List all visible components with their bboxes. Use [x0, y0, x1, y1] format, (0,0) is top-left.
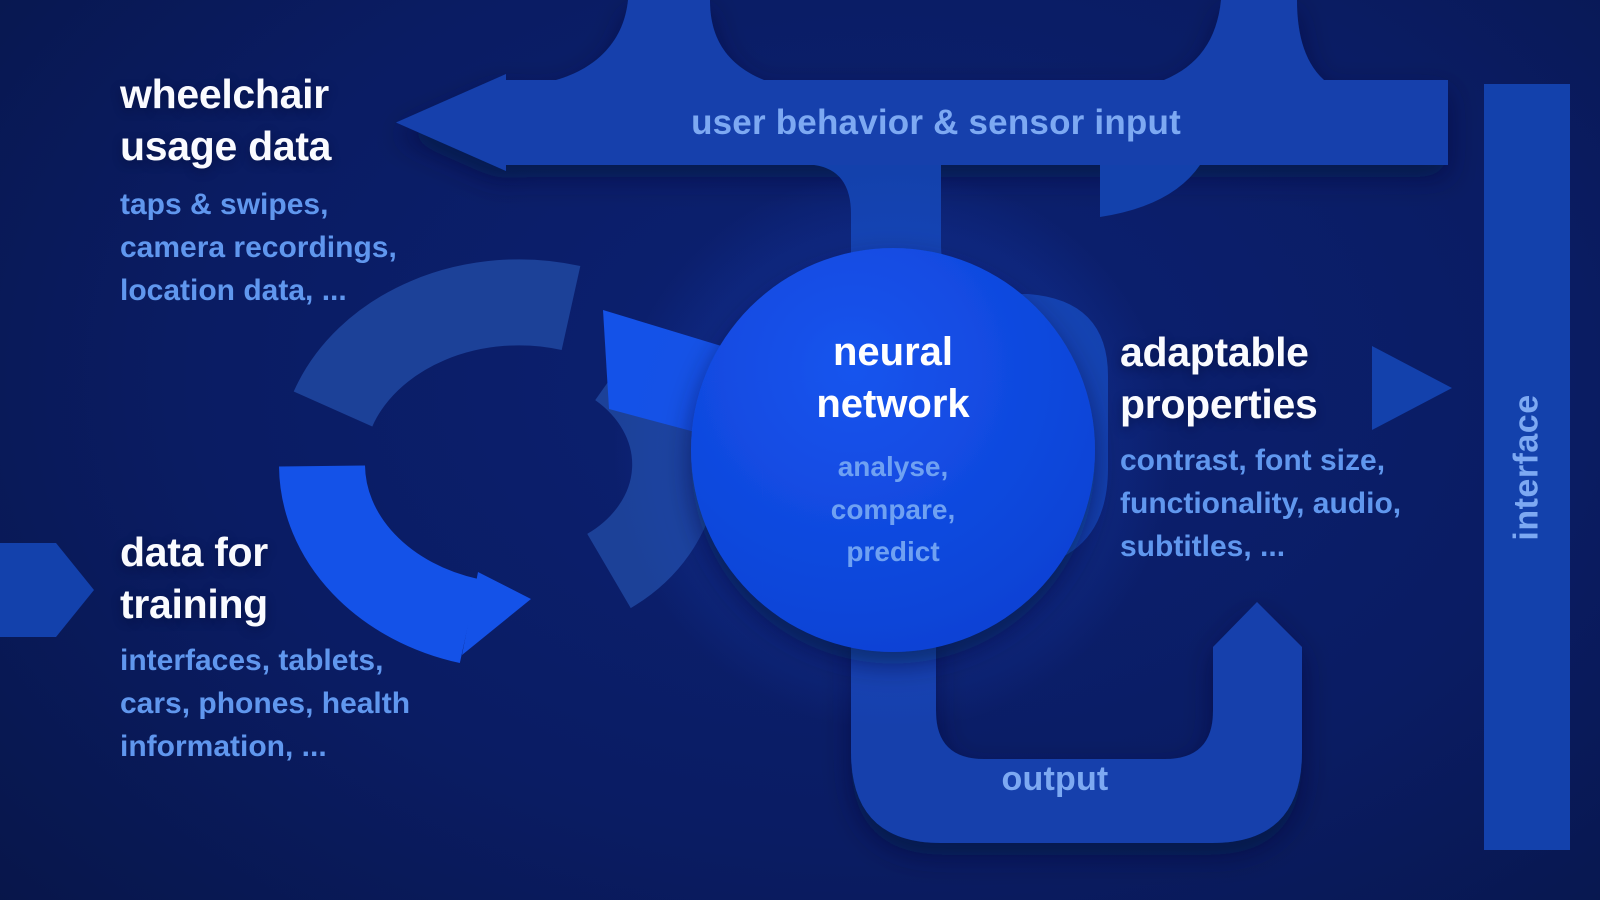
user-input-flow-label: user behavior & sensor input [691, 103, 1181, 142]
data-for-training-title: data for training [120, 529, 268, 628]
interface-bar-label-wrap: interface [1484, 84, 1570, 850]
training-cycle-arc-bottom [279, 464, 479, 664]
neural-network-details: analyse, compare, predict [830, 451, 956, 568]
cycle-tip-icon [462, 572, 531, 655]
output-flow-label: output [1001, 760, 1109, 798]
training-input-arrow-icon [0, 543, 94, 637]
flow-arrow-left-icon [396, 74, 506, 171]
pipe-flare [1100, 165, 1200, 217]
data-for-training-details: interfaces, tablets, cars, phones, healt… [120, 644, 411, 763]
training-cycle-arc-top [293, 259, 581, 428]
user-input-flow-band [504, 80, 1448, 165]
adaptable-properties-details: contrast, font size, functionality, audi… [1120, 444, 1402, 563]
wheelchair-usage-title: wheelchair usage data [120, 71, 332, 170]
top-pipe-left [556, 0, 764, 80]
neural-network-circle [691, 248, 1095, 652]
neural-network-block: neural network analyse, compare, predict [693, 248, 1093, 652]
adaptable-properties-title: adaptable properties [1120, 329, 1318, 428]
wheelchair-usage-details: taps & swipes, camera recordings, locati… [120, 188, 397, 307]
interface-label: interface [1507, 393, 1546, 541]
output-flow-band [851, 598, 1302, 843]
properties-output-arrow-icon [1372, 346, 1452, 430]
neural-network-title: neural network [816, 330, 970, 427]
top-pipe-right [1164, 0, 1324, 80]
interface-bar [1484, 84, 1570, 850]
